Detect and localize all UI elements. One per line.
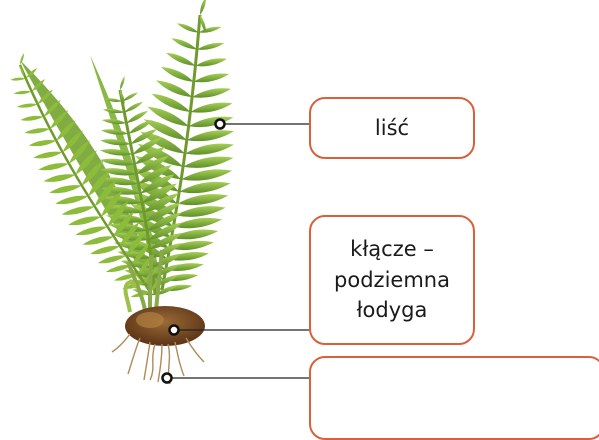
pinna: [38, 163, 69, 170]
pinna: [100, 139, 130, 145]
pinna: [171, 38, 197, 49]
pinna: [98, 255, 126, 263]
label-rhizome-line2: podziemna: [334, 265, 450, 295]
pinna: [179, 182, 230, 193]
rhizome: [125, 306, 205, 346]
pinna: [156, 80, 192, 97]
pinna: [24, 128, 50, 134]
pinna: [29, 140, 57, 146]
pinna: [55, 196, 88, 204]
pinna: [192, 88, 231, 97]
pinna: [13, 91, 31, 95]
pinna: [43, 174, 75, 182]
pinna: [195, 58, 226, 66]
pinna: [62, 206, 95, 215]
pinna: [33, 152, 62, 159]
pinna: [120, 76, 125, 90]
label-leaf: liść: [309, 97, 475, 159]
label-leaf-text: liść: [375, 113, 409, 143]
pinna: [197, 43, 224, 50]
pinna: [187, 130, 234, 141]
pinna: [101, 129, 129, 135]
pinna: [49, 185, 82, 193]
pinna: [200, 0, 206, 15]
pinna: [75, 226, 107, 235]
pinna: [185, 144, 234, 155]
pinna: [124, 102, 143, 113]
pinna: [68, 216, 101, 225]
pinna: [189, 117, 234, 128]
pinna: [166, 53, 195, 66]
leaf-pointer-dot: [216, 120, 225, 129]
label-rhizome-line3: łodyga: [334, 295, 450, 325]
pinna: [20, 116, 43, 121]
pinna: [177, 194, 228, 205]
pinna: [181, 169, 232, 180]
pinna: [183, 157, 233, 168]
label-root-blank[interactable]: [309, 356, 599, 440]
pinna: [83, 236, 114, 245]
pinna: [90, 246, 120, 254]
pinna: [177, 23, 199, 32]
pinna: [175, 206, 225, 217]
pinna: [161, 67, 194, 82]
rhizome-pointer-dot: [170, 326, 179, 335]
pinna: [17, 103, 38, 107]
pinna: [190, 103, 232, 113]
pinna: [199, 27, 222, 33]
pinna: [102, 119, 127, 124]
pinna: [126, 111, 148, 123]
pinna: [10, 78, 25, 81]
pinna: [122, 92, 138, 101]
label-rhizome-line1: kłącze –: [334, 234, 450, 264]
root-pointer-dot: [163, 374, 172, 383]
pinna: [103, 109, 124, 113]
pinna: [194, 74, 229, 83]
label-rhizome: kłącze – podziemna łodyga: [309, 215, 475, 345]
